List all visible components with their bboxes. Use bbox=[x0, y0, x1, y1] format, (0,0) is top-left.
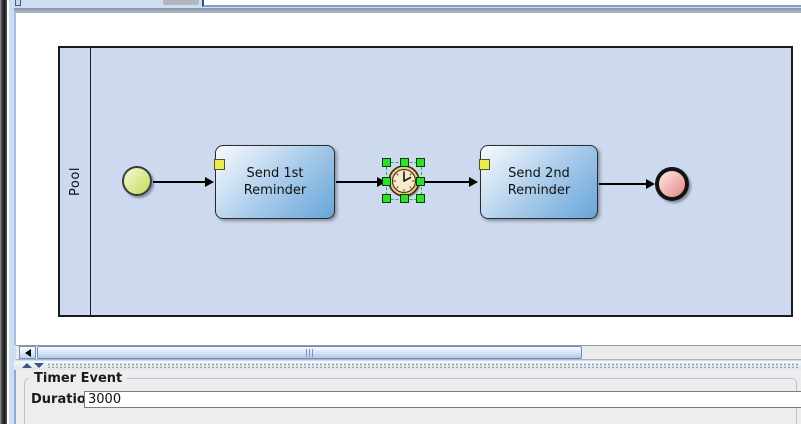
arrowhead-icon bbox=[377, 176, 386, 187]
task-label: Send 2nd Reminder bbox=[507, 166, 571, 198]
task-send-2nd-reminder[interactable]: Send 2nd Reminder bbox=[479, 145, 598, 219]
scrollbar-left-arrow-button[interactable] bbox=[19, 346, 36, 359]
selection-handle-ne[interactable] bbox=[416, 158, 425, 167]
left-arrow-icon bbox=[24, 348, 31, 357]
task-send-1st-reminder[interactable]: Send 1st Reminder bbox=[214, 145, 335, 219]
selection-handle-n[interactable] bbox=[400, 158, 409, 167]
duration-label: Duration bbox=[31, 392, 96, 407]
timer-event-clock-icon[interactable] bbox=[387, 164, 421, 198]
left-dock-strip bbox=[0, 0, 7, 424]
horizontal-scrollbar[interactable] bbox=[16, 345, 801, 360]
arrowhead-icon bbox=[646, 178, 655, 189]
sequence-flow-3[interactable] bbox=[424, 176, 478, 187]
canvas-top-border bbox=[14, 8, 801, 13]
left-dock-divider bbox=[7, 0, 9, 424]
selection-handle-s[interactable] bbox=[400, 194, 409, 203]
collapse-down-arrow-icon[interactable] bbox=[34, 363, 44, 368]
divider-texture bbox=[47, 363, 799, 368]
timer-selection-box[interactable] bbox=[382, 158, 425, 203]
diagram-canvas[interactable]: Pool Send 1st Reminder bbox=[14, 13, 801, 345]
task-marker-icon bbox=[214, 159, 225, 170]
flow-line bbox=[336, 180, 377, 183]
collapse-up-arrow-icon[interactable] bbox=[22, 363, 32, 368]
group-title: Timer Event bbox=[29, 371, 128, 386]
arrowhead-icon bbox=[469, 176, 478, 187]
thumb-grip-icon bbox=[312, 348, 313, 357]
selection-handle-nw[interactable] bbox=[382, 158, 391, 167]
thumb-grip-icon bbox=[306, 348, 307, 357]
flow-line bbox=[153, 180, 205, 183]
flow-line bbox=[599, 182, 646, 185]
arrowhead-icon bbox=[205, 176, 214, 187]
top-tab-fragment bbox=[15, 0, 21, 6]
sequence-flow-2[interactable] bbox=[336, 176, 386, 187]
pool-label: Pool bbox=[67, 167, 83, 196]
split-pane-divider[interactable] bbox=[14, 361, 801, 370]
sequence-flow-1[interactable] bbox=[153, 176, 214, 187]
scrollbar-thumb[interactable] bbox=[37, 346, 582, 359]
properties-panel: Timer Event Duration bbox=[14, 370, 801, 424]
thumb-grip-icon bbox=[309, 348, 310, 357]
task-label: Send 1st Reminder bbox=[243, 166, 307, 198]
selection-handle-se[interactable] bbox=[416, 194, 425, 203]
sequence-flow-4[interactable] bbox=[599, 178, 655, 189]
task-marker-icon bbox=[479, 159, 490, 170]
selection-handle-sw[interactable] bbox=[382, 194, 391, 203]
pool-label-lane[interactable]: Pool bbox=[60, 48, 91, 315]
start-event-circle[interactable] bbox=[122, 166, 152, 196]
toolbar-field-fragment bbox=[202, 0, 801, 7]
timer-event-group: Timer Event bbox=[24, 371, 797, 424]
end-event-circle[interactable] bbox=[655, 167, 689, 201]
flow-line bbox=[424, 180, 469, 183]
toolbar-fragment bbox=[163, 0, 199, 5]
duration-input[interactable] bbox=[84, 391, 801, 408]
selection-handle-w[interactable] bbox=[382, 177, 391, 186]
